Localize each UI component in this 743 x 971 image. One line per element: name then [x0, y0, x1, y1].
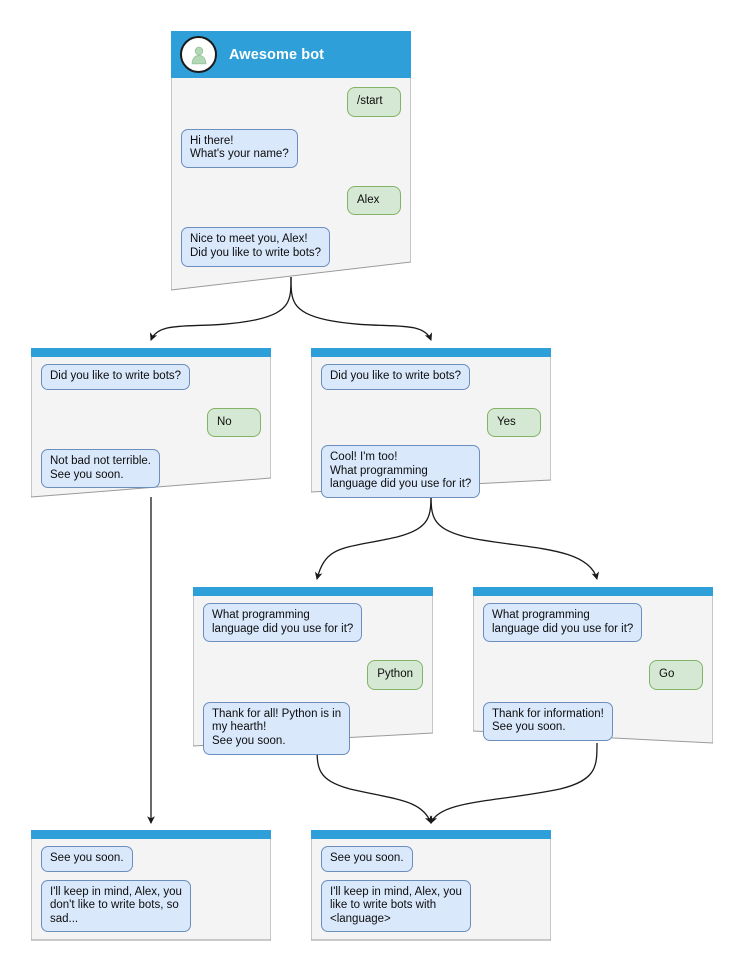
chat-thread: See you soon. I'll keep in mind, Alex, y… — [311, 839, 551, 933]
bot-message-bubble[interactable]: Cool! I'm too! What programming language… — [321, 445, 481, 498]
message-row: What programming language did you use fo… — [203, 603, 423, 643]
chat-thread: What programming language did you use fo… — [193, 596, 433, 755]
screen-title: Awesome bot — [229, 46, 325, 63]
screen-header — [31, 348, 271, 357]
message-row: No — [41, 407, 261, 438]
bot-message-bubble[interactable]: Not bad not terrible. See you soon. — [41, 449, 161, 489]
chat-thread: Did you like to write bots? No Not bad n… — [31, 357, 271, 489]
node-answer-no-screen[interactable]: Did you like to write bots? No Not bad n… — [31, 348, 271, 498]
message-row: Did you like to write bots? — [321, 364, 541, 390]
node-answer-go-screen[interactable]: What programming language did you use fo… — [473, 587, 713, 747]
screen-header — [31, 830, 271, 839]
user-message-bubble[interactable]: No — [207, 407, 261, 438]
message-row: See you soon. — [321, 846, 541, 872]
chat-thread: See you soon. I'll keep in mind, Alex, y… — [31, 839, 271, 933]
message-row: /start — [181, 87, 401, 117]
bot-message-bubble[interactable]: See you soon. — [41, 846, 133, 872]
user-message-bubble[interactable]: Yes — [487, 407, 541, 438]
message-row: Hi there! What's your name? — [181, 128, 401, 168]
message-row: I'll keep in mind, Alex, you don't like … — [41, 879, 261, 933]
screen-header — [193, 587, 433, 596]
bot-message-bubble[interactable]: I'll keep in mind, Alex, you like to wri… — [321, 879, 471, 933]
bot-message-bubble[interactable]: What programming language did you use fo… — [203, 603, 363, 643]
message-row: What programming language did you use fo… — [483, 603, 703, 643]
message-row: Not bad not terrible. See you soon. — [41, 449, 261, 489]
message-row: Alex — [181, 185, 401, 216]
user-avatar-icon — [180, 36, 217, 73]
bot-message-bubble[interactable]: Did you like to write bots? — [321, 364, 471, 390]
bot-message-bubble[interactable]: Hi there! What's your name? — [181, 128, 298, 168]
user-message-bubble[interactable]: Python — [367, 660, 423, 690]
chat-thread: What programming language did you use fo… — [473, 596, 713, 741]
node-start-screen[interactable]: Awesome bot /start Hi there! What's your… — [171, 31, 411, 291]
user-message-bubble[interactable]: Alex — [347, 185, 401, 216]
bot-message-bubble[interactable]: See you soon. — [321, 846, 413, 872]
screen-header — [311, 830, 551, 839]
node-ending-no-screen[interactable]: See you soon. I'll keep in mind, Alex, y… — [31, 830, 271, 941]
bot-message-bubble[interactable]: Thank for all! Python is in my hearth! S… — [203, 701, 351, 755]
message-row: Yes — [321, 407, 541, 438]
message-row: Did you like to write bots? — [41, 364, 261, 390]
user-message-bubble[interactable]: /start — [347, 87, 401, 117]
edge-go-to-ending-happy — [429, 742, 598, 824]
bot-message-bubble[interactable]: Did you like to write bots? — [41, 364, 191, 390]
message-row: Thank for information! See you soon. — [483, 701, 703, 741]
screen-header — [311, 348, 551, 357]
message-row: Go — [483, 660, 703, 690]
bot-message-bubble[interactable]: Thank for information! See you soon. — [483, 701, 613, 741]
bot-message-bubble[interactable]: I'll keep in mind, Alex, you don't like … — [41, 879, 191, 933]
message-row: Thank for all! Python is in my hearth! S… — [203, 701, 423, 755]
edge-yes-to-python — [314, 491, 432, 581]
message-row: Cool! I'm too! What programming language… — [321, 445, 541, 498]
screen-header — [473, 587, 713, 596]
bot-message-bubble[interactable]: What programming language did you use fo… — [483, 603, 643, 643]
screen-header: Awesome bot — [171, 31, 411, 78]
message-row: I'll keep in mind, Alex, you like to wri… — [321, 879, 541, 933]
node-answer-python-screen[interactable]: What programming language did you use fo… — [193, 587, 433, 755]
edge-python-to-ending-happy — [316, 744, 433, 824]
message-row: See you soon. — [41, 846, 261, 872]
message-row: Nice to meet you, Alex! Did you like to … — [181, 227, 401, 267]
user-message-bubble[interactable]: Go — [649, 660, 703, 690]
edge-yes-to-go — [430, 491, 600, 581]
message-row: Python — [203, 660, 423, 690]
chat-thread: Did you like to write bots? Yes Cool! I'… — [311, 357, 551, 498]
node-ending-yes-screen[interactable]: See you soon. I'll keep in mind, Alex, y… — [311, 830, 551, 941]
node-answer-yes-screen[interactable]: Did you like to write bots? Yes Cool! I'… — [311, 348, 551, 498]
bot-message-bubble[interactable]: Nice to meet you, Alex! Did you like to … — [181, 227, 331, 267]
chat-thread: /start Hi there! What's your name? Alex … — [171, 78, 411, 267]
